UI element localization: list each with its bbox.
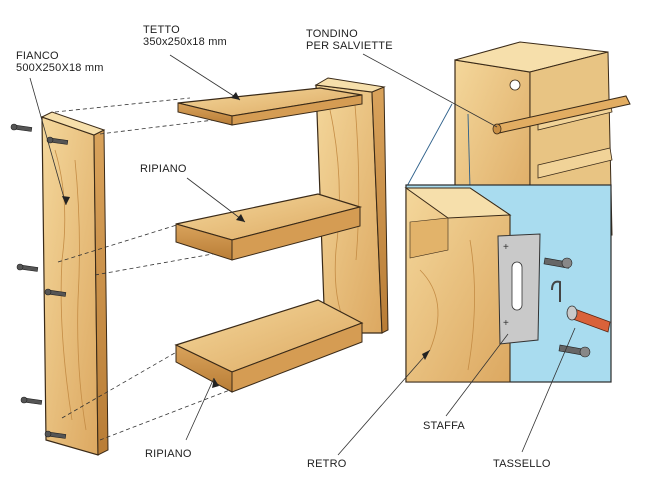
- label-tetto-dims: 350x250x18 mm: [143, 36, 227, 48]
- label-fianco-name: FIANCO: [16, 50, 59, 62]
- assembly-dashed-lines: [54, 97, 236, 441]
- label-staffa: STAFFA: [423, 420, 465, 432]
- wall-plug-tassello: [551, 280, 611, 333]
- side-panel-fianco: [40, 111, 109, 456]
- label-tassello: TASSELLO: [493, 458, 551, 470]
- label-tetto: TETTO 350x250x18 mm: [143, 24, 227, 48]
- screw-icon: [558, 344, 591, 358]
- svg-text:+: +: [503, 242, 509, 253]
- screws-left: [10, 123, 69, 439]
- label-ripiano-bottom: RIPIANO: [145, 448, 192, 460]
- label-ripiano-top: RIPIANO: [140, 163, 187, 175]
- top-board-tetto: [177, 87, 363, 126]
- label-tetto-name: TETTO: [143, 24, 180, 36]
- leader-lines: [29, 53, 576, 456]
- screw-icon: [46, 136, 69, 145]
- bottom-shelf-ripiano: [174, 299, 364, 393]
- label-fianco: FIANCO 500X250X18 mm: [16, 50, 104, 74]
- label-fianco-dims: 500X250X18 mm: [16, 62, 104, 74]
- screw-icon: [44, 430, 67, 439]
- screw-icon: [16, 263, 39, 272]
- screw-icon: [20, 396, 43, 405]
- middle-shelf-ripiano: [175, 193, 363, 261]
- bracket-staffa: + +: [497, 233, 541, 345]
- label-retro: RETRO: [307, 458, 347, 470]
- detail-inset: + +: [404, 184, 612, 383]
- label-tondino-line2: PER SALVIETTE: [306, 40, 393, 52]
- screw-icon: [44, 288, 67, 297]
- towel-rod-tondino: [492, 95, 631, 135]
- label-tondino: TONDINO PER SALVIETTE: [306, 28, 393, 52]
- screw-icon: [543, 257, 573, 269]
- arrow-icons: [62, 92, 430, 388]
- label-tondino-line1: TONDINO: [306, 28, 358, 40]
- screw-icon: [10, 123, 33, 132]
- svg-text:+: +: [503, 318, 509, 329]
- detail-callout-lines: [405, 103, 471, 189]
